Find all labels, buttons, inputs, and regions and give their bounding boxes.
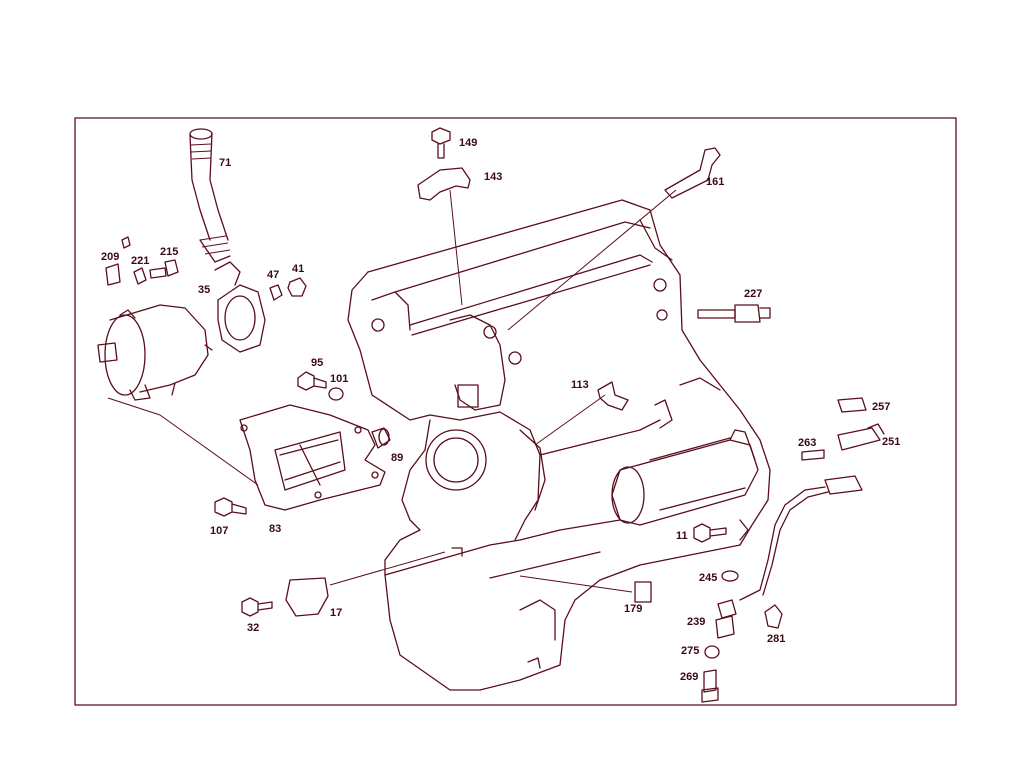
- nut-41: [287, 277, 307, 297]
- callout-227: 227: [744, 288, 762, 300]
- callout-179: 179: [624, 603, 642, 615]
- relay-257: [837, 397, 867, 413]
- bracket-143: [417, 167, 471, 201]
- washer-47: [269, 284, 283, 301]
- washer-245: [721, 570, 739, 582]
- callout-281: 281: [767, 633, 785, 645]
- wiring-harness: [739, 475, 863, 601]
- callout-269: 269: [680, 671, 698, 683]
- plate-179: [634, 581, 652, 603]
- callout-101: 101: [330, 373, 348, 385]
- hose-71: [189, 128, 231, 263]
- bolt-95: [297, 371, 327, 391]
- callout-239: 239: [687, 616, 705, 628]
- callout-263: 263: [798, 437, 816, 449]
- bracket-161: [664, 147, 721, 199]
- washer-101: [328, 387, 344, 401]
- bolt-149: [431, 127, 451, 159]
- callout-257: 257: [872, 401, 890, 413]
- callout-89: 89: [391, 452, 403, 464]
- sensor-239: [715, 599, 737, 639]
- bolt-11: [693, 523, 727, 543]
- callout-95: 95: [311, 357, 323, 369]
- callout-149: 149: [459, 137, 477, 149]
- callout-161: 161: [706, 176, 724, 188]
- callout-47: 47: [267, 269, 279, 281]
- bolt-269: [701, 669, 719, 703]
- callout-35: 35: [198, 284, 210, 296]
- callout-32: 32: [247, 622, 259, 634]
- bolt-215: [149, 259, 179, 279]
- callout-209: 209: [101, 251, 119, 263]
- clip-209: [105, 236, 131, 286]
- bolt-32: [241, 597, 273, 617]
- callout-221: 221: [131, 255, 149, 267]
- alternator-bracket: [239, 404, 386, 511]
- elbow-35: [214, 261, 266, 353]
- pin-263: [801, 449, 825, 461]
- callout-71: 71: [219, 157, 231, 169]
- bushing-89: [371, 427, 391, 449]
- callout-107: 107: [210, 525, 228, 537]
- sensor-227: [697, 304, 771, 323]
- callout-245: 245: [699, 572, 717, 584]
- callout-251: 251: [882, 436, 900, 448]
- clip-281: [764, 604, 783, 629]
- seal-275: [704, 645, 720, 659]
- callout-275: 275: [681, 645, 699, 657]
- callout-17: 17: [330, 607, 342, 619]
- connector-251: [837, 423, 885, 451]
- bracket-113: [597, 381, 629, 411]
- washer-221: [133, 267, 147, 285]
- leader-lines: [107, 189, 677, 593]
- bracket-17: [285, 577, 329, 617]
- callout-11: 11: [676, 530, 688, 542]
- callout-41: 41: [292, 263, 304, 275]
- callout-215: 215: [160, 246, 178, 258]
- callout-113: 113: [571, 379, 589, 391]
- callout-labels: 71 149 143 161 209 221 215 35 47 41 227 …: [101, 137, 900, 683]
- callout-143: 143: [484, 171, 502, 183]
- diagram-frame: [74, 117, 957, 706]
- alternator: [97, 304, 213, 401]
- engine-block: [347, 199, 771, 691]
- bolt-107: [214, 497, 247, 517]
- callout-83: 83: [269, 523, 281, 535]
